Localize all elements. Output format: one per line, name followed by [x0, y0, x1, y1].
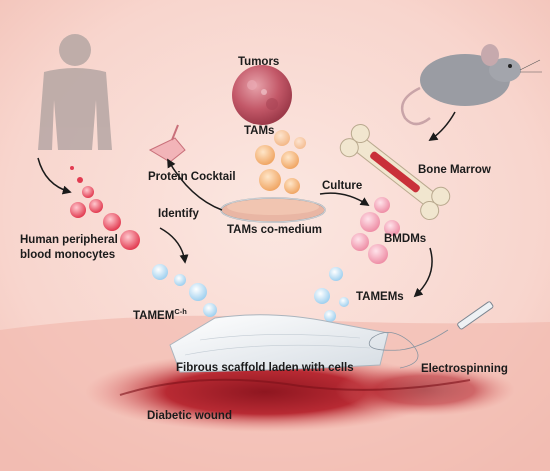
arrow-identify — [167, 158, 223, 211]
arrow-to-tamem — [159, 227, 189, 264]
tumor-icon — [232, 65, 292, 125]
human-monocyte-cells — [70, 166, 140, 250]
bmdm-cells — [351, 197, 400, 264]
tam-cells — [255, 130, 306, 194]
label-tams: TAMs — [244, 125, 275, 137]
label-diabetic-wound: Diabetic wound — [147, 410, 232, 422]
label-human-monocytes-line2: blood monocytes — [20, 249, 116, 261]
fibrous-scaffold — [169, 314, 389, 373]
wound-texture — [119, 378, 471, 396]
diabetic-wound-area — [85, 352, 445, 432]
tamem-ch-cells — [152, 264, 227, 329]
label-identify: Identify — [158, 208, 199, 220]
label-tamem-sup: C-h — [174, 307, 187, 316]
label-human-monocytes-line1: Human peripheral — [20, 234, 118, 246]
label-tamem-ch: TAMEMC-h — [133, 305, 187, 323]
label-bmdms: BMDMs — [384, 233, 427, 245]
bone-icon — [339, 124, 451, 220]
syringe-icon — [368, 301, 494, 369]
wound-tail — [335, 364, 515, 416]
tamems-cells — [314, 267, 349, 322]
label-tumors: Tumors — [238, 56, 280, 68]
petri-dish-icon — [220, 197, 326, 223]
label-tamem-base: TAMEM — [133, 310, 175, 322]
label-electrospinning: Electrospinning — [421, 363, 508, 375]
label-tamems: TAMEMs — [356, 291, 404, 303]
mouse-icon — [400, 44, 542, 126]
label-protein-cocktail: Protein Cocktail — [148, 171, 236, 183]
label-bone-marrow: Bone Marrow — [418, 164, 491, 176]
arrow-mouse-to-bone — [428, 111, 456, 141]
label-culture: Culture — [322, 180, 363, 192]
human-silhouette-icon — [38, 34, 112, 150]
label-fibrous-scaffold: Fibrous scaffold laden with cells — [176, 362, 354, 374]
arrow-culture — [319, 192, 370, 206]
label-tams-co-medium: TAMs co-medium — [227, 224, 322, 236]
arrow-bmdm-to-tamems — [413, 247, 433, 298]
protein-flask-icon — [148, 124, 186, 163]
arrow-human-to-monocytes — [37, 157, 72, 195]
